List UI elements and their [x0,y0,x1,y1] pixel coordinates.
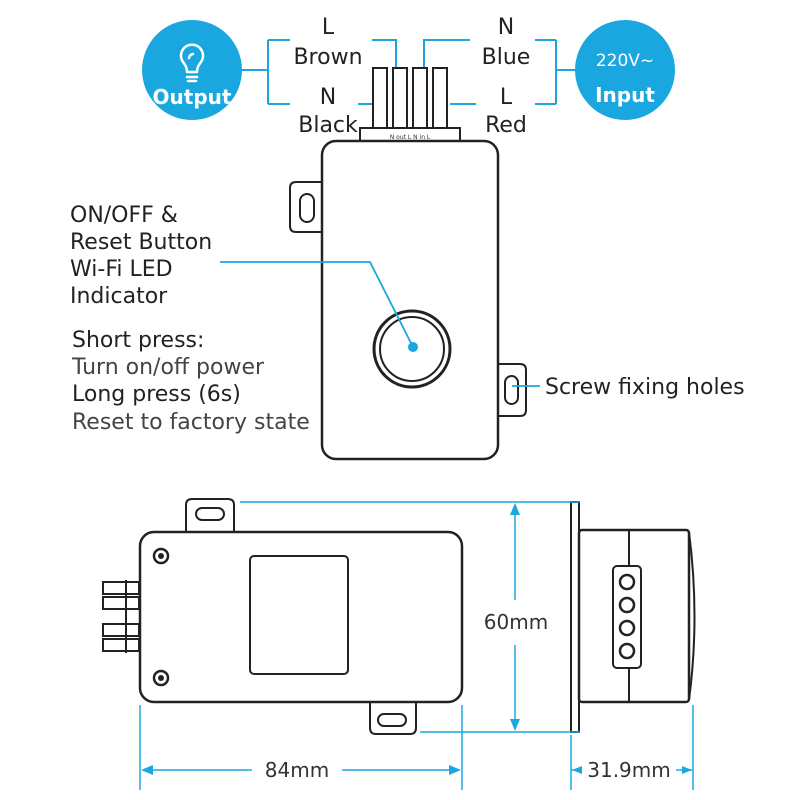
output-bottom-color: Black [298,113,358,138]
dimension-height [240,501,580,733]
button-callout-line3: Wi-Fi LED [70,257,173,282]
terminal-marking: N out L N in L [390,134,431,141]
right-screw-hole [504,375,519,405]
screw-center-icon [158,675,164,681]
side-terminal-screws [618,573,636,660]
input-badge: 220V~ Input [575,20,675,120]
input-top-letter: N [498,15,514,40]
wire-brackets [242,39,575,105]
bottom-bottom-screw-hole [377,713,407,727]
wire-lead-black [392,67,408,135]
button-callout-line4: Indicator [70,284,168,309]
press-info: Short press: Turn on/off power Long pres… [71,328,310,435]
button-callout-line1: ON/OFF & [70,203,178,228]
bottom-wire-stubs [102,580,140,653]
output-label: Output [153,85,232,109]
wire-labels: L Brown N Black N Blue L Red [293,15,530,138]
button-callout-line2: Reset Button [70,230,212,255]
input-voltage: 220V~ [596,51,654,71]
width-dimension: 84mm [265,758,329,782]
wire-leads [372,67,448,135]
height-dimension: 60mm [484,610,548,634]
long-press-desc: Reset to factory state [72,410,310,435]
dimension-width [139,705,463,790]
device-bottom-view [102,498,464,735]
bottom-label-area [249,555,349,675]
wire-stub [102,581,140,595]
wire-lead-brown [372,67,388,135]
input-badge-circle [575,20,675,120]
side-button-curve [688,531,696,701]
wire-lead-blue [412,67,428,135]
input-top-color: Blue [482,45,531,70]
short-press-title: Short press: [72,328,204,353]
output-badge-circle [142,20,242,120]
left-screw-hole [299,193,315,223]
input-bottom-color: Red [485,113,527,138]
output-top-letter: L [322,15,335,40]
button-callout: ON/OFF & Reset Button Wi-Fi LED Indicato… [70,203,212,309]
screw-center-icon [158,553,164,559]
long-press-title: Long press (6s) [72,382,241,407]
output-badge: Output [142,20,242,120]
depth-dimension: 31.9mm [587,758,671,782]
screw-fixing-label: Screw fixing holes [545,375,745,400]
input-bottom-letter: L [500,85,513,110]
device-side-view [570,501,696,733]
output-bottom-letter: N [320,85,336,110]
short-press-desc: Turn on/off power [71,355,265,380]
button-callout-line [220,261,414,348]
wire-stub [102,596,140,610]
device-top-view [289,139,527,461]
wire-stub [102,638,140,652]
input-label: Input [595,83,655,107]
output-top-color: Brown [293,45,362,70]
lightbulb-icon [179,43,205,83]
wire-lead-red [432,67,448,135]
wire-stub [102,623,140,637]
device-body [320,139,500,461]
bottom-top-screw-hole [195,507,225,521]
dimension-depth [570,705,694,790]
side-terminal-block [612,565,642,669]
